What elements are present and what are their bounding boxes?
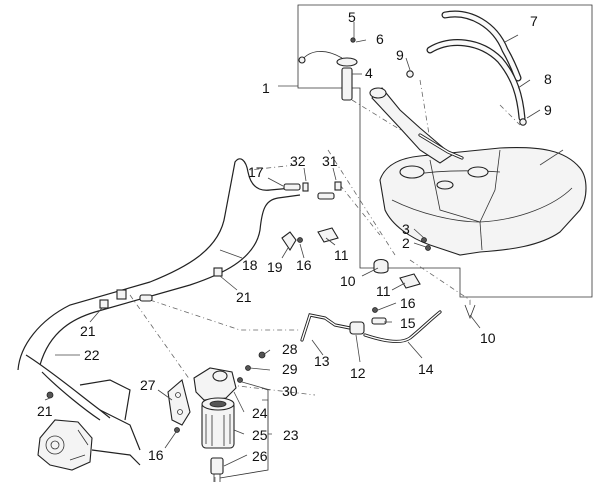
callout-32: 32 bbox=[290, 153, 306, 169]
callout-25: 25 bbox=[252, 427, 268, 443]
callout-3: 3 bbox=[402, 221, 410, 237]
callout-2: 2 bbox=[402, 235, 410, 251]
callout-1: 1 bbox=[262, 80, 270, 96]
callout-labels: 1 5 6 4 9 7 8 9 17 32 31 3 2 11 10 11 16… bbox=[37, 9, 552, 464]
callout-10b: 10 bbox=[480, 330, 496, 346]
callout-27: 27 bbox=[140, 377, 156, 393]
callout-8: 8 bbox=[544, 71, 552, 87]
callout-17: 17 bbox=[248, 164, 264, 180]
callout-16b: 16 bbox=[296, 257, 312, 273]
callout-22: 22 bbox=[84, 347, 100, 363]
fuel-sender bbox=[298, 37, 358, 101]
callout-19: 19 bbox=[267, 259, 283, 275]
callout-31: 31 bbox=[322, 153, 338, 169]
fuel-lines bbox=[17, 158, 342, 451]
callout-28: 28 bbox=[282, 341, 298, 357]
callout-5: 5 bbox=[348, 9, 356, 25]
callout-11a: 11 bbox=[334, 247, 349, 263]
clips-and-pads bbox=[281, 227, 476, 320]
callout-11b: 11 bbox=[376, 283, 391, 299]
callout-9b: 9 bbox=[544, 102, 552, 118]
fuel-tank bbox=[379, 147, 587, 256]
group-box-tank bbox=[297, 4, 593, 298]
callout-16a: 16 bbox=[400, 295, 416, 311]
callout-21a: 21 bbox=[236, 289, 252, 305]
callout-29: 29 bbox=[282, 361, 298, 377]
callout-23: 23 bbox=[283, 427, 299, 443]
leader-lines bbox=[44, 22, 564, 467]
callout-30: 30 bbox=[282, 383, 298, 399]
callout-16c: 16 bbox=[148, 447, 164, 463]
callout-12: 12 bbox=[350, 365, 366, 381]
filler-neck bbox=[369, 87, 464, 164]
callout-10a: 10 bbox=[340, 273, 356, 289]
callout-24: 24 bbox=[252, 405, 268, 421]
callout-4: 4 bbox=[365, 65, 373, 81]
return-pipes bbox=[237, 310, 442, 383]
injection-pump bbox=[37, 391, 141, 471]
fuel-filter-assembly bbox=[167, 367, 237, 482]
callout-9a: 9 bbox=[396, 47, 404, 63]
callout-15: 15 bbox=[400, 315, 416, 331]
callout-13: 13 bbox=[314, 353, 330, 369]
callout-18: 18 bbox=[242, 257, 258, 273]
callout-6: 6 bbox=[376, 31, 384, 47]
callout-21c: 21 bbox=[37, 403, 53, 419]
hoses bbox=[406, 10, 527, 126]
callout-26: 26 bbox=[252, 448, 268, 464]
callout-7: 7 bbox=[530, 13, 538, 29]
callout-21b: 21 bbox=[80, 323, 96, 339]
alignment-lines bbox=[129, 79, 521, 485]
callout-14: 14 bbox=[418, 361, 434, 377]
